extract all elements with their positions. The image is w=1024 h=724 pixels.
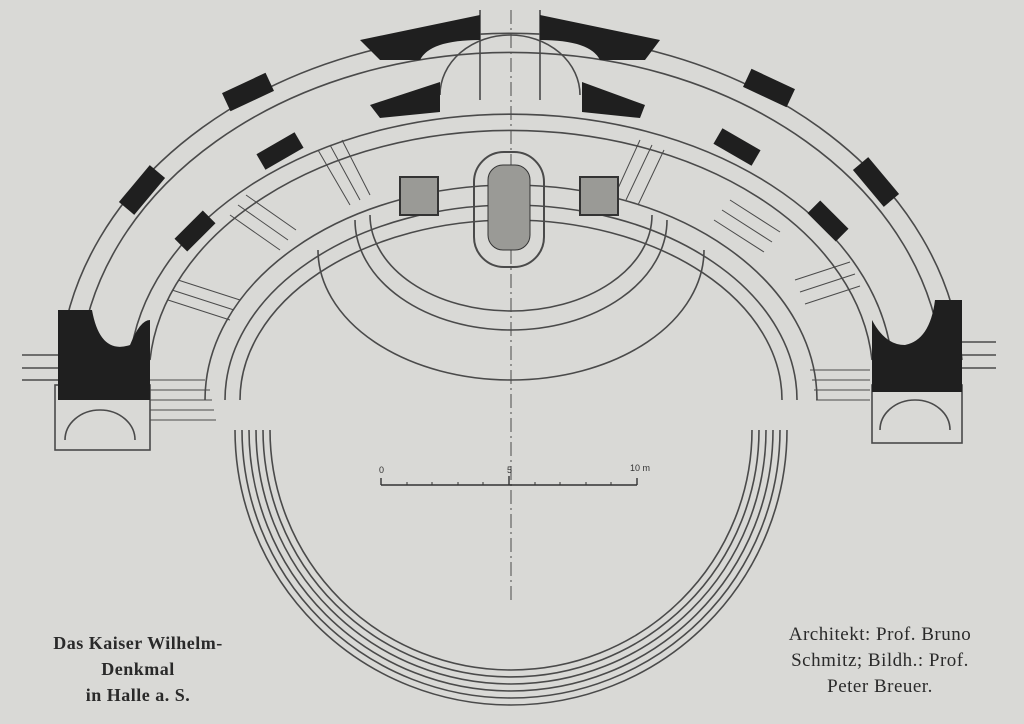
- caption-line: Architekt: Prof. Bruno: [788, 624, 972, 645]
- gate-pier: [360, 15, 480, 60]
- end-pier-left: [58, 310, 150, 400]
- left-pedestal: [399, 176, 439, 216]
- gate-pier: [582, 82, 645, 118]
- gate-pier: [370, 82, 440, 118]
- caption-line: in Halle a. S.: [85, 685, 191, 705]
- gate-pier: [540, 15, 660, 60]
- arena-ring: [248, 429, 774, 692]
- right-pedestal: [579, 176, 619, 216]
- caption-line: Peter Breuer.: [827, 676, 933, 697]
- scale-bar: [380, 476, 638, 486]
- arena-ring: [262, 429, 760, 678]
- caption-line: Schmitz; Bildh.: Prof.: [791, 650, 969, 671]
- caption-line: Denkmal: [101, 659, 175, 679]
- central-pedestal: [487, 164, 531, 251]
- arena-ring: [269, 429, 753, 671]
- scale-label-0: 0: [379, 465, 385, 475]
- credit-caption: Architekt: Prof. Bruno Schmitz; Bildh.: …: [740, 622, 1020, 700]
- arena-ring: [234, 429, 788, 706]
- arena-ring: [241, 429, 781, 699]
- title-caption: Das Kaiser Wilhelm- Denkmal in Halle a. …: [8, 630, 268, 708]
- scale-label-10: 10 m: [630, 463, 651, 473]
- caption-line: Das Kaiser Wilhelm-: [53, 633, 223, 653]
- scale-label-5: 5: [507, 465, 513, 475]
- arena-ring: [255, 429, 767, 685]
- end-pier-right: [872, 300, 962, 392]
